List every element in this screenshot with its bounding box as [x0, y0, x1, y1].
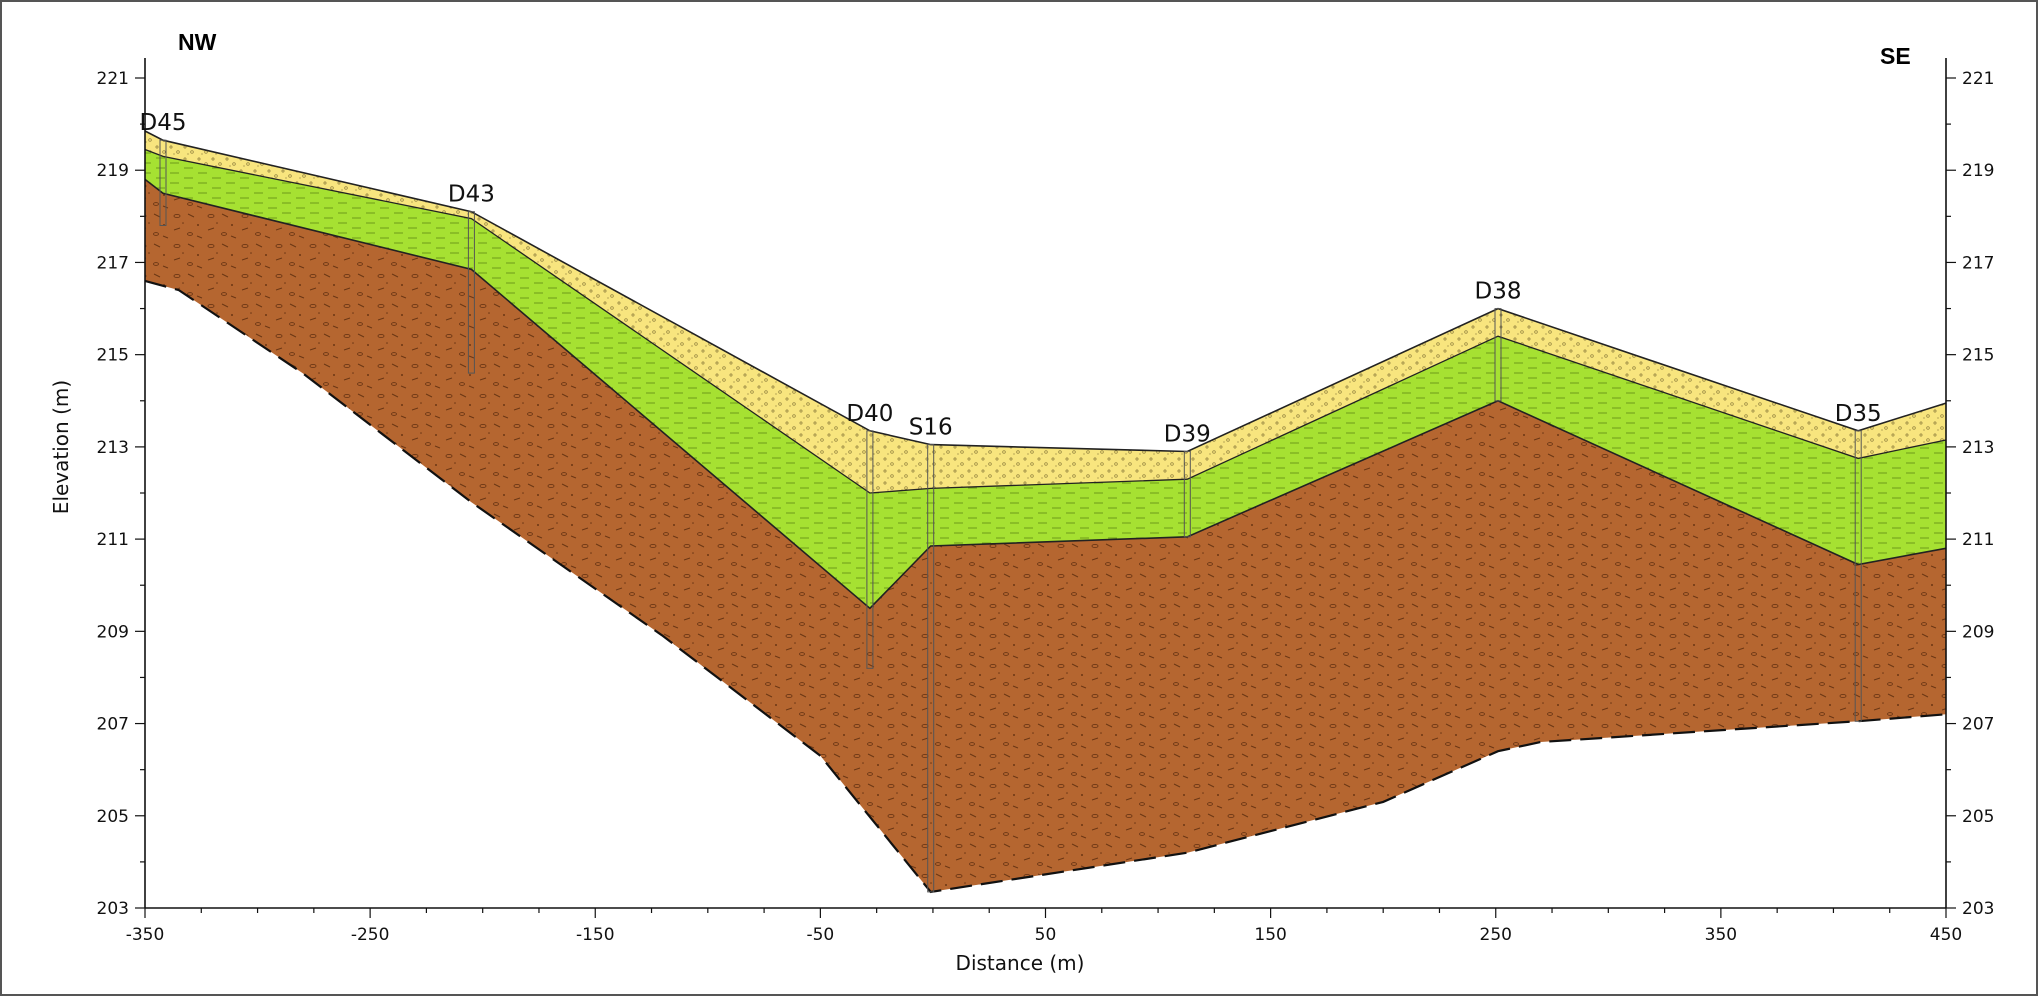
borehole-log: [467, 211, 475, 374]
clay-base-line: [144, 178, 1947, 610]
direction-label-se: SE: [1880, 43, 1911, 69]
x-tick-label: 450: [1930, 925, 1962, 945]
axes: 203 203 205 205 207 207 209 209 211 211 213 213 215 2…: [97, 58, 1994, 945]
y-tick-label-right: 207: [1962, 715, 1994, 735]
y-tick-label-left: 209: [97, 622, 129, 642]
borehole-log: [1854, 430, 1862, 722]
y-tick-label-right: 219: [1962, 161, 1994, 181]
y-tick-label-right: 221: [1962, 69, 1994, 89]
y-tick-label-left: 203: [97, 899, 129, 919]
sand-base-line: [144, 148, 1947, 494]
borehole-log: [927, 444, 935, 893]
borehole-label: D45: [140, 110, 187, 136]
y-tick-label-left: 211: [97, 530, 129, 550]
y-tick-label-left: 213: [97, 438, 129, 458]
y-tick-label-left: 219: [97, 161, 129, 181]
y-tick-label-right: 209: [1962, 622, 1994, 642]
x-tick-label: 250: [1480, 925, 1512, 945]
borehole-log: [1494, 308, 1502, 402]
clay-layer: [145, 149, 1946, 609]
borehole-label: D38: [1475, 279, 1522, 305]
borehole-log: [159, 139, 167, 226]
borehole-label: S16: [909, 415, 953, 441]
borehole-label: D35: [1835, 401, 1882, 427]
x-tick-label: 50: [1035, 925, 1057, 945]
x-tick-label: -50: [806, 925, 834, 945]
till-layer: [145, 179, 1946, 892]
y-tick-label-right: 215: [1962, 346, 1994, 366]
borehole-label: D43: [448, 182, 495, 208]
borehole-label: D40: [846, 401, 893, 427]
y-tick-label-left: 217: [97, 253, 129, 273]
x-tick-label: -250: [351, 925, 390, 945]
y-tick-label-left: 215: [97, 346, 129, 366]
y-tick-label-right: 205: [1962, 807, 1994, 827]
borehole-log: [866, 430, 874, 669]
y-tick-label-right: 217: [1962, 253, 1994, 273]
x-axis-label: Distance (m): [956, 951, 1085, 975]
y-tick-label-left: 205: [97, 807, 129, 827]
direction-label-nw: NW: [178, 29, 217, 55]
y-tick-label-left: 207: [97, 715, 129, 735]
y-tick-label-left: 221: [97, 69, 129, 89]
y-tick-label-right: 211: [1962, 530, 1994, 550]
borehole-log: [1183, 451, 1191, 538]
y-tick-label-right: 213: [1962, 438, 1994, 458]
y-tick-label-right: 203: [1962, 899, 1994, 919]
x-tick-label: 350: [1705, 925, 1737, 945]
borehole-label: D39: [1164, 422, 1211, 448]
x-tick-label: 150: [1254, 925, 1286, 945]
y-axis-label: Elevation (m): [49, 380, 73, 514]
x-tick-label: -150: [576, 925, 615, 945]
x-tick-label: -350: [126, 925, 165, 945]
